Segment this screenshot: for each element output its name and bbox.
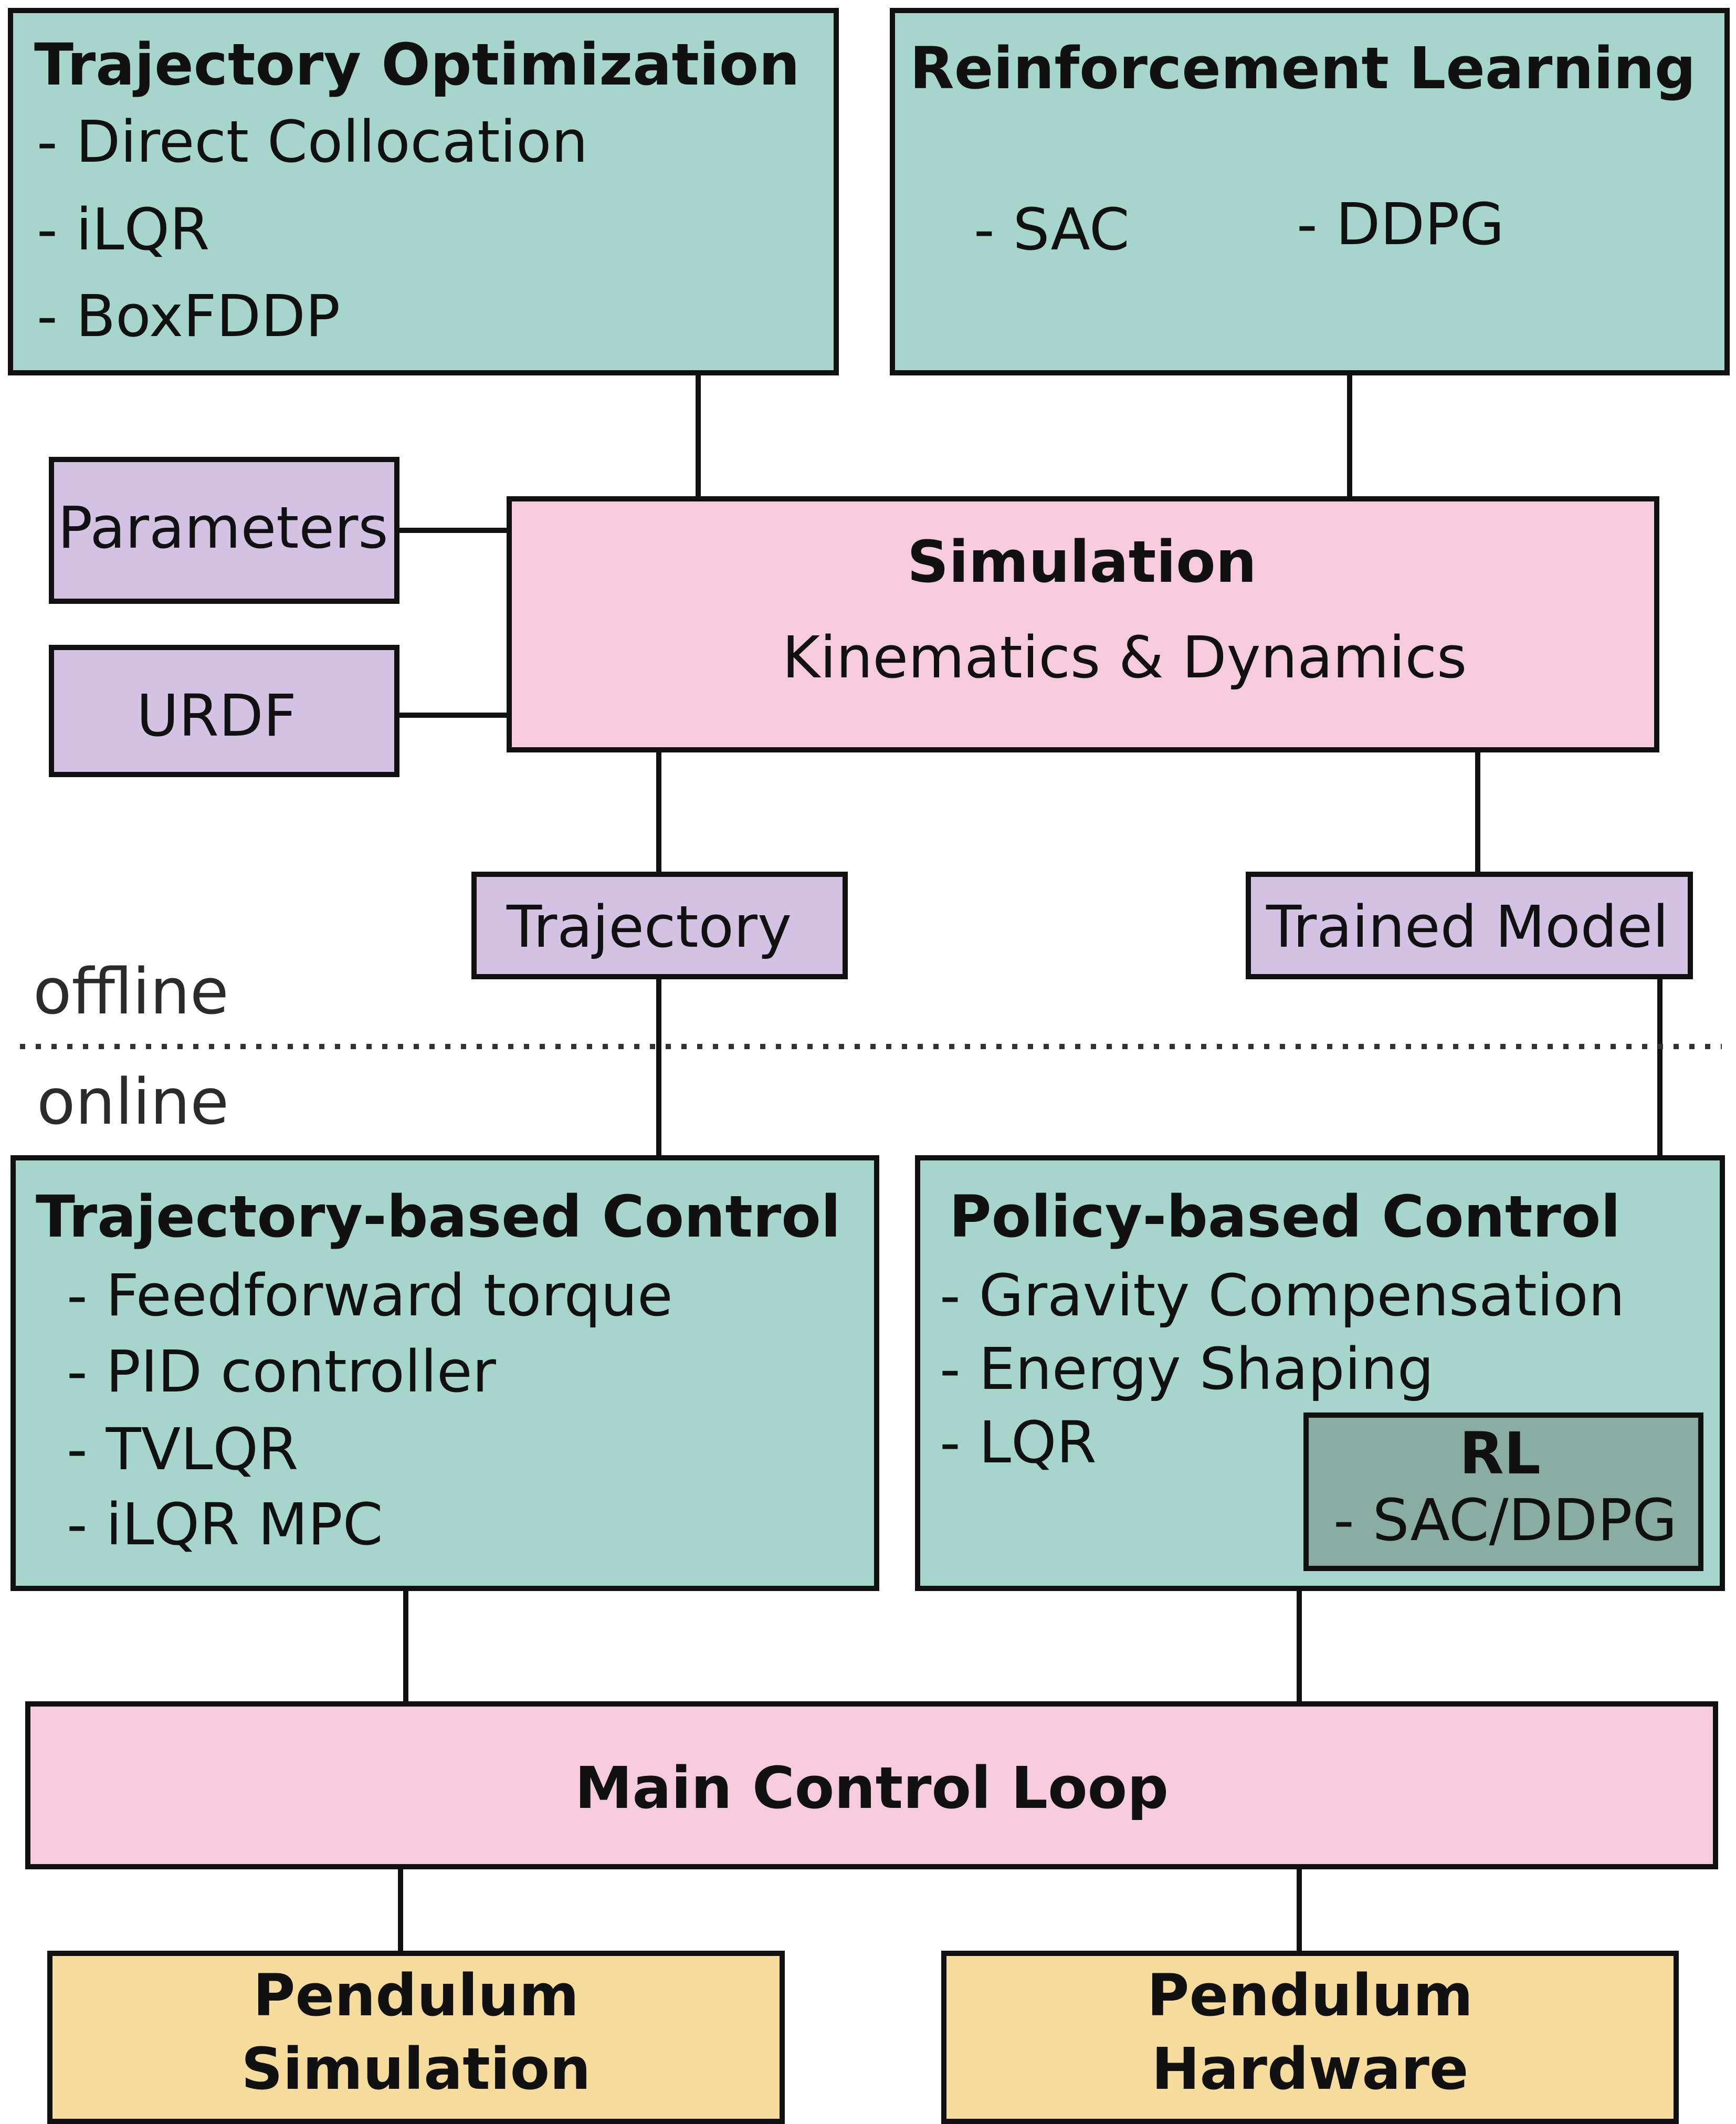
reinforcement-learning-box	[890, 8, 1730, 375]
reinforcement-learning-item: - DDPG	[1297, 191, 1504, 258]
pendulum-simulation-line1: Pendulum	[252, 1962, 580, 2029]
trajectory-optimization-title: Trajectory Optimization	[34, 31, 800, 98]
trajectory-optimization-item: - Direct Collocation	[37, 108, 588, 175]
rl-inner-title: RL	[1459, 1420, 1541, 1487]
pendulum-hardware-line1: Pendulum	[1146, 1962, 1474, 2029]
policy-based-control-item: - LQR	[940, 1409, 1097, 1476]
trajectory-based-control-title: Trajectory-based Control	[36, 1183, 841, 1250]
trajectory-label: Trajectory	[507, 893, 792, 960]
trajectory-based-control-item: - iLQR MPC	[67, 1491, 383, 1558]
trained-model-label: Trained Model	[1266, 893, 1669, 960]
trajectory-optimization-item: - iLQR	[37, 196, 210, 263]
urdf-label: URDF	[136, 682, 297, 749]
reinforcement-learning-item: - SAC	[974, 196, 1130, 263]
policy-based-control-item: - Energy Shaping	[940, 1335, 1434, 1403]
main-control-loop-box	[25, 1701, 1718, 1869]
main-control-loop-title: Main Control Loop	[575, 1754, 1169, 1822]
trajectory-based-control-item: - TVLQR	[67, 1416, 299, 1483]
simulation-title: Simulation	[907, 528, 1257, 595]
trajectory-based-control-item: - Feedforward torque	[67, 1262, 673, 1329]
offline-label: offline	[33, 956, 229, 1029]
policy-based-control-item: - Gravity Compensation	[940, 1262, 1625, 1329]
urdf-box	[49, 645, 399, 777]
pendulum-simulation-line2: Simulation	[241, 2035, 591, 2102]
parameters-box	[49, 457, 399, 604]
policy-based-control-title: Policy-based Control	[949, 1183, 1621, 1250]
reinforcement-learning-title: Reinforcement Learning	[910, 35, 1696, 102]
trajectory-based-control-item: - PID controller	[67, 1338, 496, 1405]
trajectory-box	[471, 872, 848, 979]
simulation-subtitle: Kinematics & Dynamics	[782, 624, 1467, 691]
rl-inner-box	[1303, 1412, 1703, 1571]
trajectory-optimization-box	[8, 8, 839, 375]
trajectory-based-control-box	[10, 1155, 879, 1591]
trained-model-box	[1246, 872, 1693, 979]
online-label: online	[37, 1066, 229, 1139]
simulation-box	[507, 496, 1659, 752]
trajectory-optimization-item: - BoxFDDP	[37, 282, 341, 350]
rl-inner-item: - SAC/DDPG	[1333, 1487, 1677, 1554]
pendulum-simulation-box	[47, 1951, 785, 2124]
pendulum-hardware-line2: Hardware	[1151, 2035, 1469, 2102]
parameters-label: Parameters	[58, 494, 388, 561]
